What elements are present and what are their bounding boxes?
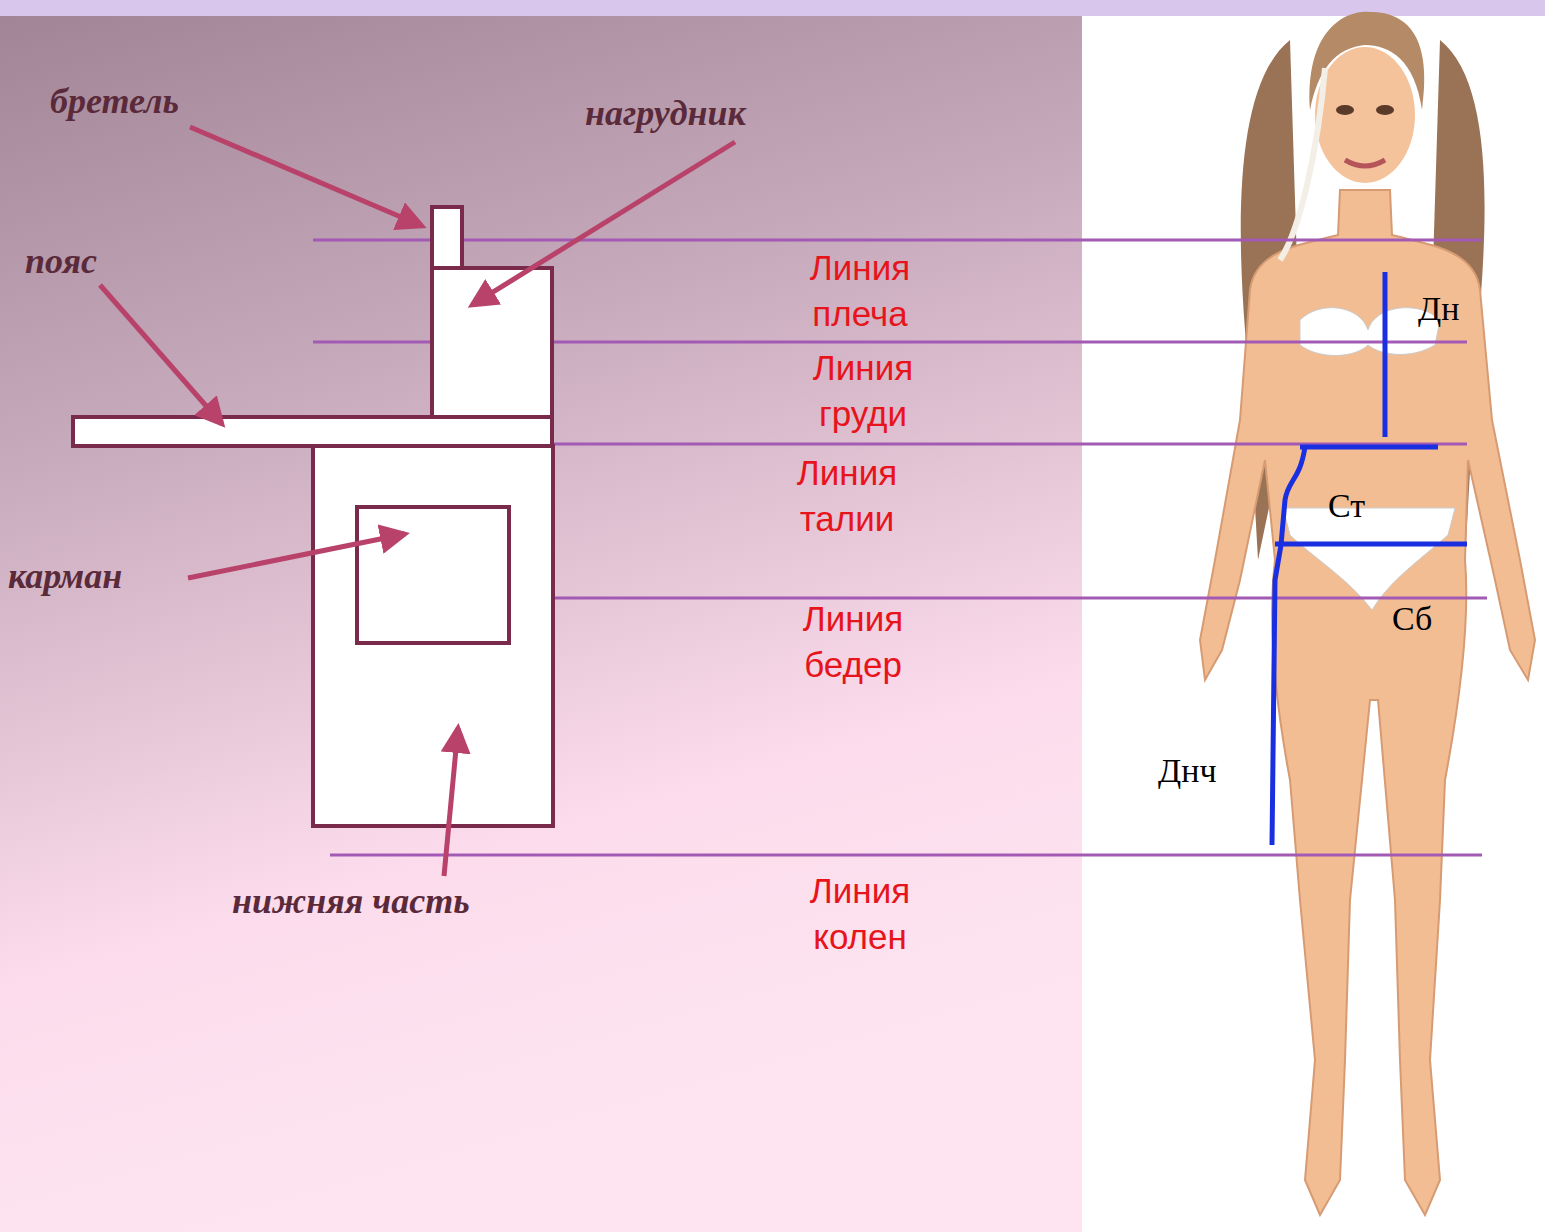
- body-line-label: Линия талии: [762, 450, 932, 541]
- measurement-label: Дн: [1418, 290, 1459, 328]
- body-line-label: Линия колен: [775, 868, 945, 959]
- part-name: нижняя часть: [232, 880, 470, 922]
- measurement-label: Сб: [1392, 600, 1432, 638]
- measurement-label: Ст: [1328, 487, 1365, 525]
- part-name: нагрудник: [585, 92, 746, 134]
- part-name: пояс: [25, 240, 97, 282]
- body-line-label: Линия плеча: [775, 245, 945, 336]
- body-line-label: Линия груди: [778, 345, 948, 436]
- woman-figure: [1200, 12, 1535, 1215]
- leader-arrows: [100, 127, 735, 876]
- body-line-label: Линия бедер: [768, 596, 938, 687]
- part-name: бретель: [50, 80, 179, 122]
- measurement-label: Днч: [1158, 752, 1217, 790]
- part-name: карман: [8, 555, 122, 597]
